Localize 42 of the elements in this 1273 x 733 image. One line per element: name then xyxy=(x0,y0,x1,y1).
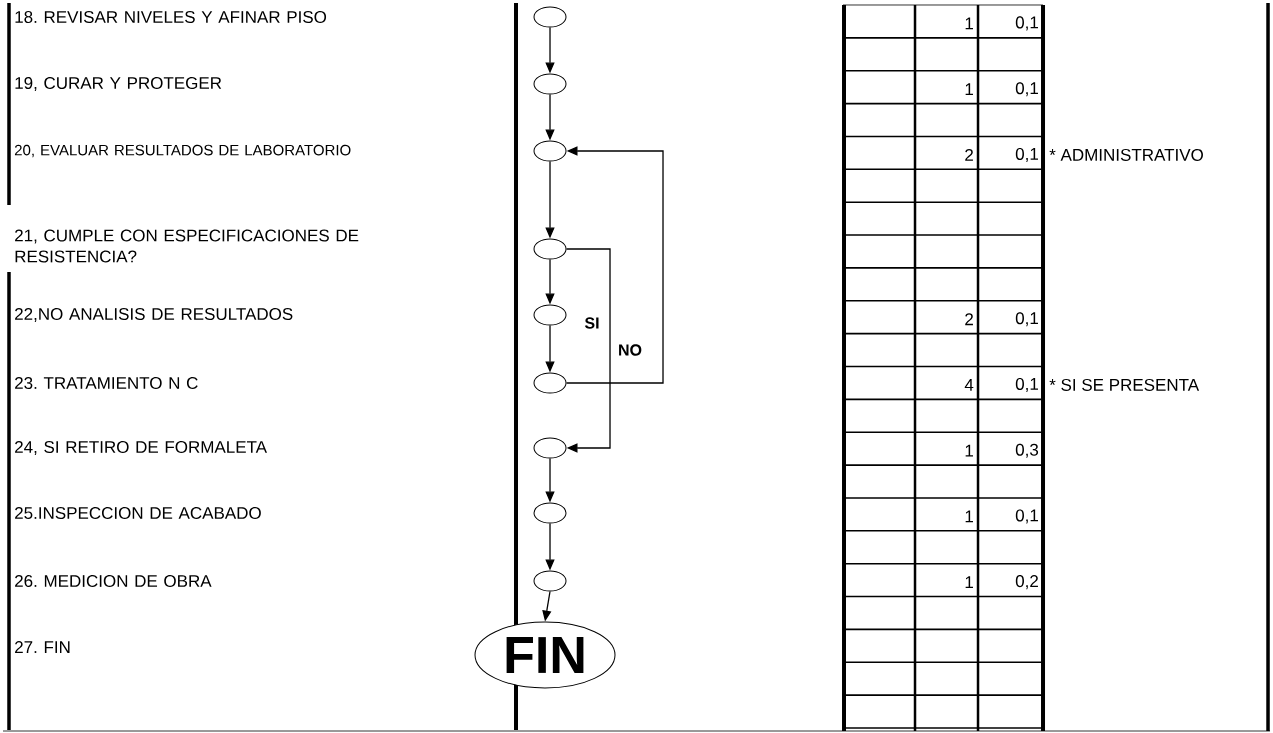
step-text: 23. TRATAMIENTO N C xyxy=(15,377,198,390)
process-ellipse xyxy=(533,304,567,326)
table-value: 0,1 xyxy=(1015,312,1038,327)
step-text: 27. FIN xyxy=(15,641,70,653)
step-text: 20, EVALUAR RESULTADOS DE LABORATORIO xyxy=(14,144,351,158)
table-value: 4 xyxy=(964,379,974,391)
table-value: 0,1 xyxy=(1015,82,1038,97)
arrow xyxy=(565,146,664,384)
table-value: 0,1 xyxy=(1015,509,1038,524)
edge-label: NO xyxy=(617,343,643,357)
table-value: 0,1 xyxy=(1015,16,1038,31)
step-text: 24, SI RETIRO DE FORMALETA xyxy=(15,441,267,456)
step-text: 26. MEDICION DE OBRA xyxy=(15,575,212,588)
table-value: 0,3 xyxy=(1015,443,1039,458)
process-ellipse xyxy=(533,6,567,28)
process-ellipse xyxy=(533,238,567,260)
end-terminal: FIN xyxy=(474,621,616,689)
process-ellipse xyxy=(533,73,567,95)
edge-label: SI xyxy=(583,316,601,330)
table-value: 0,1 xyxy=(1015,377,1038,392)
process-ellipse xyxy=(533,437,567,459)
note-text: * SI SE PRESENTA xyxy=(1049,378,1200,391)
step-text: 21, CUMPLE CON ESPECIFICACIONES DE RESISTENCIA? xyxy=(15,229,359,263)
process-ellipse xyxy=(533,570,567,592)
table-value: 2 xyxy=(965,148,973,161)
step-text: 18. REVISAR NIVELES Y AFINAR PISO xyxy=(15,11,327,23)
table-value: 1 xyxy=(965,444,973,457)
step-text: 25.INSPECCION DE ACABADO xyxy=(15,507,261,520)
table-value: 0,2 xyxy=(1015,575,1038,590)
note-text: * ADMINISTRATIVO xyxy=(1049,148,1203,161)
table-value: 1 xyxy=(965,576,973,588)
table-value: 0,1 xyxy=(1015,147,1038,162)
process-ellipse xyxy=(533,140,567,162)
arrow xyxy=(565,248,611,453)
table-value: 2 xyxy=(965,313,973,326)
step-text: 19, CURAR Y PROTEGER xyxy=(15,76,222,92)
table-value: 1 xyxy=(965,83,973,96)
step-text: 22,NO ANALISIS DE RESULTADOS xyxy=(15,308,293,323)
process-ellipse xyxy=(533,372,567,394)
process-ellipse xyxy=(533,502,567,524)
table-value: 1 xyxy=(965,510,973,523)
table-value: 1 xyxy=(965,17,973,30)
